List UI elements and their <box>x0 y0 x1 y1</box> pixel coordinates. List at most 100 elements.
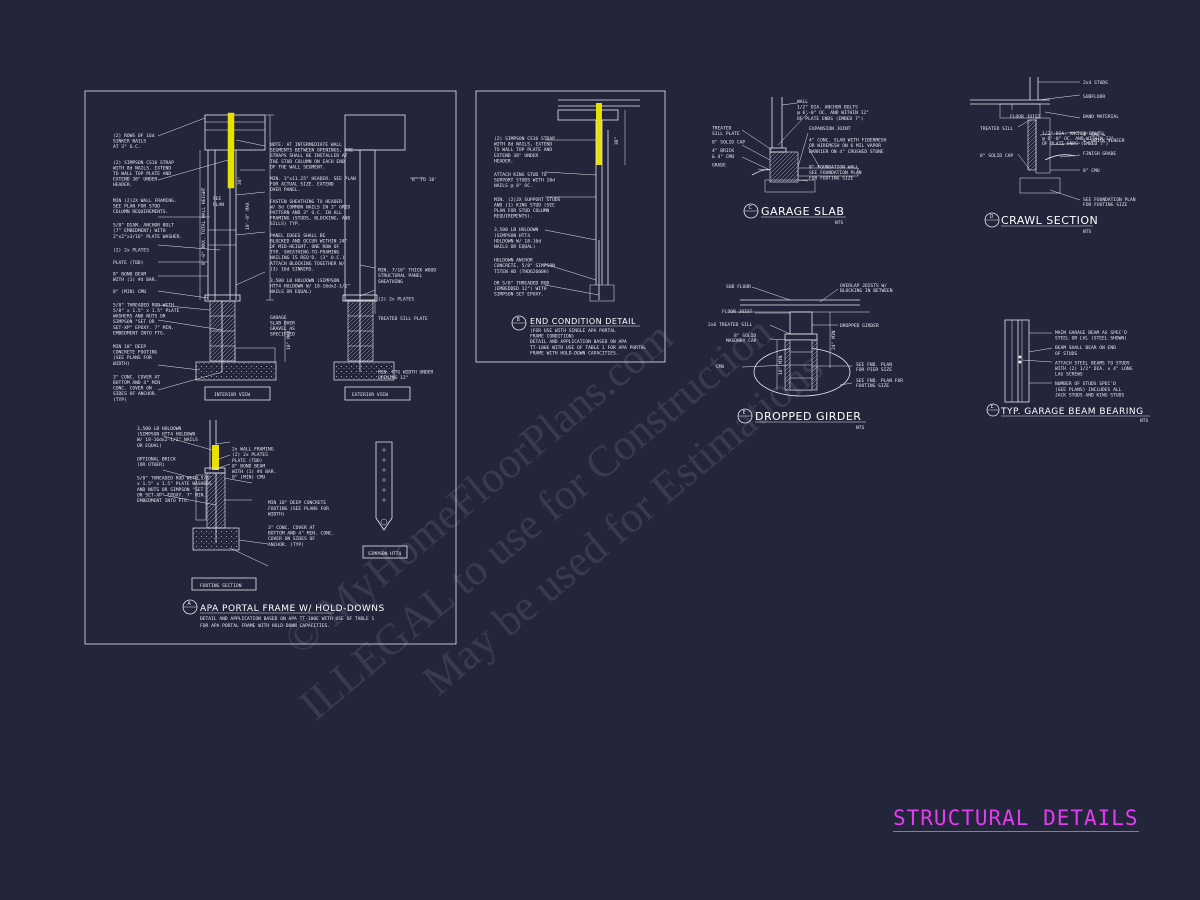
callout-text: FOR FOOTING SIZE <box>1083 202 1127 208</box>
detail-c-scale: NTS <box>835 220 844 226</box>
callout-text: BOTTOM AND 4" MIN. CONC. <box>268 531 334 537</box>
detail-a-letter: A <box>188 601 192 607</box>
callout-text: (2) SIMPSON CS16 STRAP <box>113 160 174 166</box>
footing-leaders <box>162 435 269 567</box>
callout-text: x 1.5" x 1.5" PLATE WASHERS <box>137 481 212 487</box>
callout-text: EXTEND 38" UNDER <box>494 153 538 159</box>
dim-38: 38" <box>237 177 243 185</box>
exterior-view-label: EXTERIOR VIEW <box>352 392 388 398</box>
callout-text: HTT4 HOLDOWN W/ 18-16dx2-1/2" <box>270 284 350 290</box>
callout-text: 3" CONC. COVER AT <box>268 525 315 531</box>
callout-text: BAND MATERIAL <box>1083 114 1119 120</box>
footing-section-label: FOOTING SECTION <box>200 583 242 589</box>
callout-text: FASTEN SHEATHING TO HEADER <box>270 199 342 205</box>
callout-text: 3,500 LB HOLDOWN (SIMPSON <box>270 278 339 284</box>
callout-text: BEAM SHALL BEAR ON END <box>1055 345 1116 351</box>
detail-a-title: APA PORTAL FRAME W/ HOLD-DOWNS <box>200 604 385 614</box>
detail-a-note2: FOR APA PORTAL FRAME WITH HOLD-DOWN CAPA… <box>200 623 330 629</box>
callout-text: TO WALL TOP PLATE AND <box>113 171 171 177</box>
callout-text: TREATED SILL PLATE <box>378 316 428 322</box>
callout-text: GRAVEL AS <box>270 326 295 332</box>
detail-d-letter: D <box>990 214 994 220</box>
callout-text: CONCRETE, 5/8" SIMPSON <box>494 263 555 269</box>
callout-text: SUB FLOOR <box>726 284 751 290</box>
callout-text: FOR FOOTING SIZE <box>809 176 853 182</box>
callout-text: NAILS OR EQUAL) <box>494 244 536 250</box>
callout-text: MASONRY CAP <box>726 338 757 344</box>
callout-text: SET-XP" EPOXY. 7" MIN. <box>113 325 174 331</box>
callout-text: 3,500 LB HOLDOWN <box>137 426 181 432</box>
callout-text: 8" (MIN) CMU <box>113 289 146 295</box>
callout-text: 8" CMU <box>1083 168 1100 174</box>
callout-text: DETAIL AND APPLICATION BASED ON APA <box>530 339 627 345</box>
callout-text: (SEE PLANS) INCLUDES ALL <box>1055 387 1122 393</box>
callout-text: 5/8" THREADED ROD WITH <box>113 302 174 308</box>
callout-text: MIN. 7/16" THICK WOOD <box>378 268 436 274</box>
callout-text: W/ 8d COMMON NAILS IN 3" GRID <box>270 204 350 210</box>
callout-text: WITH (2) 1/2" DIA. x 4" LONG <box>1055 366 1133 372</box>
callout-text: OVERLAP JOISTS W/ <box>840 283 887 289</box>
callout-text: OR SET-XP" EPOXY. 7" MIN. <box>137 492 206 498</box>
callout-text: 8" (MIN) CMU <box>232 475 265 481</box>
simpson-htt4-drawing: SIMPSON HTT4 <box>362 441 408 559</box>
callout-text: OVER PANEL. <box>270 187 300 193</box>
callout-text: BARRIER ON 4" CRUSHED STONE <box>809 149 884 155</box>
callout-text: (EMBEDDED 12") WITH <box>494 286 547 292</box>
callout-text: WITH 8d NAILS. EXTEND <box>113 165 171 171</box>
callout-text: WIDTH) <box>268 511 285 517</box>
detail-b-dim: 38" <box>614 137 620 145</box>
detail-e2-title: TYP. GARAGE BEAM BEARING <box>1000 407 1144 417</box>
callout-text: FOOTING SIZE <box>856 383 889 389</box>
callout-text: SEE FND. PLAN FOR <box>856 378 903 384</box>
callout-text: 8" BOND BEAM <box>113 272 146 278</box>
callout-text: BLOCKING IN BETWEEN <box>840 288 893 294</box>
callout-text: MIN. 3"x11.25" HEADER. SEE PLAN <box>270 176 356 182</box>
callout-text: PLATE (TBD) <box>232 458 262 464</box>
callout-text: MIN 18" DEEP CONCRETE <box>268 500 326 506</box>
detail-a-dimensions <box>199 114 425 362</box>
callout-text: TITEN HD (THD62600H) <box>494 269 549 275</box>
detail-e2-leaders <box>1021 332 1053 384</box>
callout-text: COLUMN REQUIREMENTS. <box>113 209 168 215</box>
callout-text: FLOOR JOIST <box>1010 114 1041 120</box>
callout-text: STRUCTURAL PANEL <box>378 273 422 279</box>
callout-text: EXPANSION JOINT <box>809 126 851 132</box>
callout-text: OPTIONAL BRICK <box>137 456 176 462</box>
callout-text: @ 6'-0" OC. AND WITHIN 12" <box>1042 136 1114 142</box>
callout-text: 8" BOND BEAM <box>232 463 265 469</box>
callout-text: SIMPSON "SET OR <box>113 319 155 325</box>
callout-text: OF THE WALL SEGMENT. <box>270 164 325 170</box>
detail-c-letter: C <box>749 205 753 211</box>
callout-text: 2"x2"x3/16" PLATE WASHER. <box>113 234 182 240</box>
callout-text: 2x6 TREATED SILL <box>708 322 752 328</box>
callout-text: OPENING 12" <box>378 375 408 381</box>
callout-text: SILLS) TYP. <box>270 221 300 227</box>
callout-text: MIN. FTG WIDTH UNDER <box>378 370 434 376</box>
callout-text: PLATE (TBD) <box>113 260 143 266</box>
callout-text: WITH (1) #4 BAR. <box>113 277 157 283</box>
callout-text: (SIMPSON HTT4 HOLDOWN <box>137 432 195 438</box>
callout-text: SEE FOUNDATION PLAN <box>809 170 862 176</box>
callout-text: ANCHOR. (TYP) <box>268 542 304 548</box>
callout-text: DROPPED GIRDER <box>840 323 879 329</box>
callout-text: (3) 16d SINKERS. <box>270 266 314 272</box>
callout-text: TT-100E WITH USE OF TABLE 1 FOR APA PORT… <box>530 345 646 351</box>
callout-text: SEE FND. PLAN <box>856 362 892 368</box>
detail-e1-letter: E <box>743 410 746 416</box>
callout-text: NUMBER OF STUDS SPEC'D <box>1055 381 1116 387</box>
exterior-view-drawing: EXTERIOR VIEW <box>333 114 411 401</box>
callout-text: ATTACH KING STUD TO <box>494 172 547 178</box>
callout-text: TREATED SILL <box>980 126 1013 132</box>
callout-text: TREATED <box>712 125 732 131</box>
callout-text: 5/8" DIAM. ANCHOR BOLT <box>113 223 174 229</box>
callout-text: NAILING IS REQ'D. (3" O.C.) <box>270 255 345 261</box>
callout-text: ATTACH STEEL BEAMS TO STUDS <box>1055 360 1130 366</box>
callout-text: FINISH GRADE <box>1083 151 1116 157</box>
callout-text: HOLDOWN ANCHOR <box>494 258 533 264</box>
strap-highlight <box>227 112 235 189</box>
